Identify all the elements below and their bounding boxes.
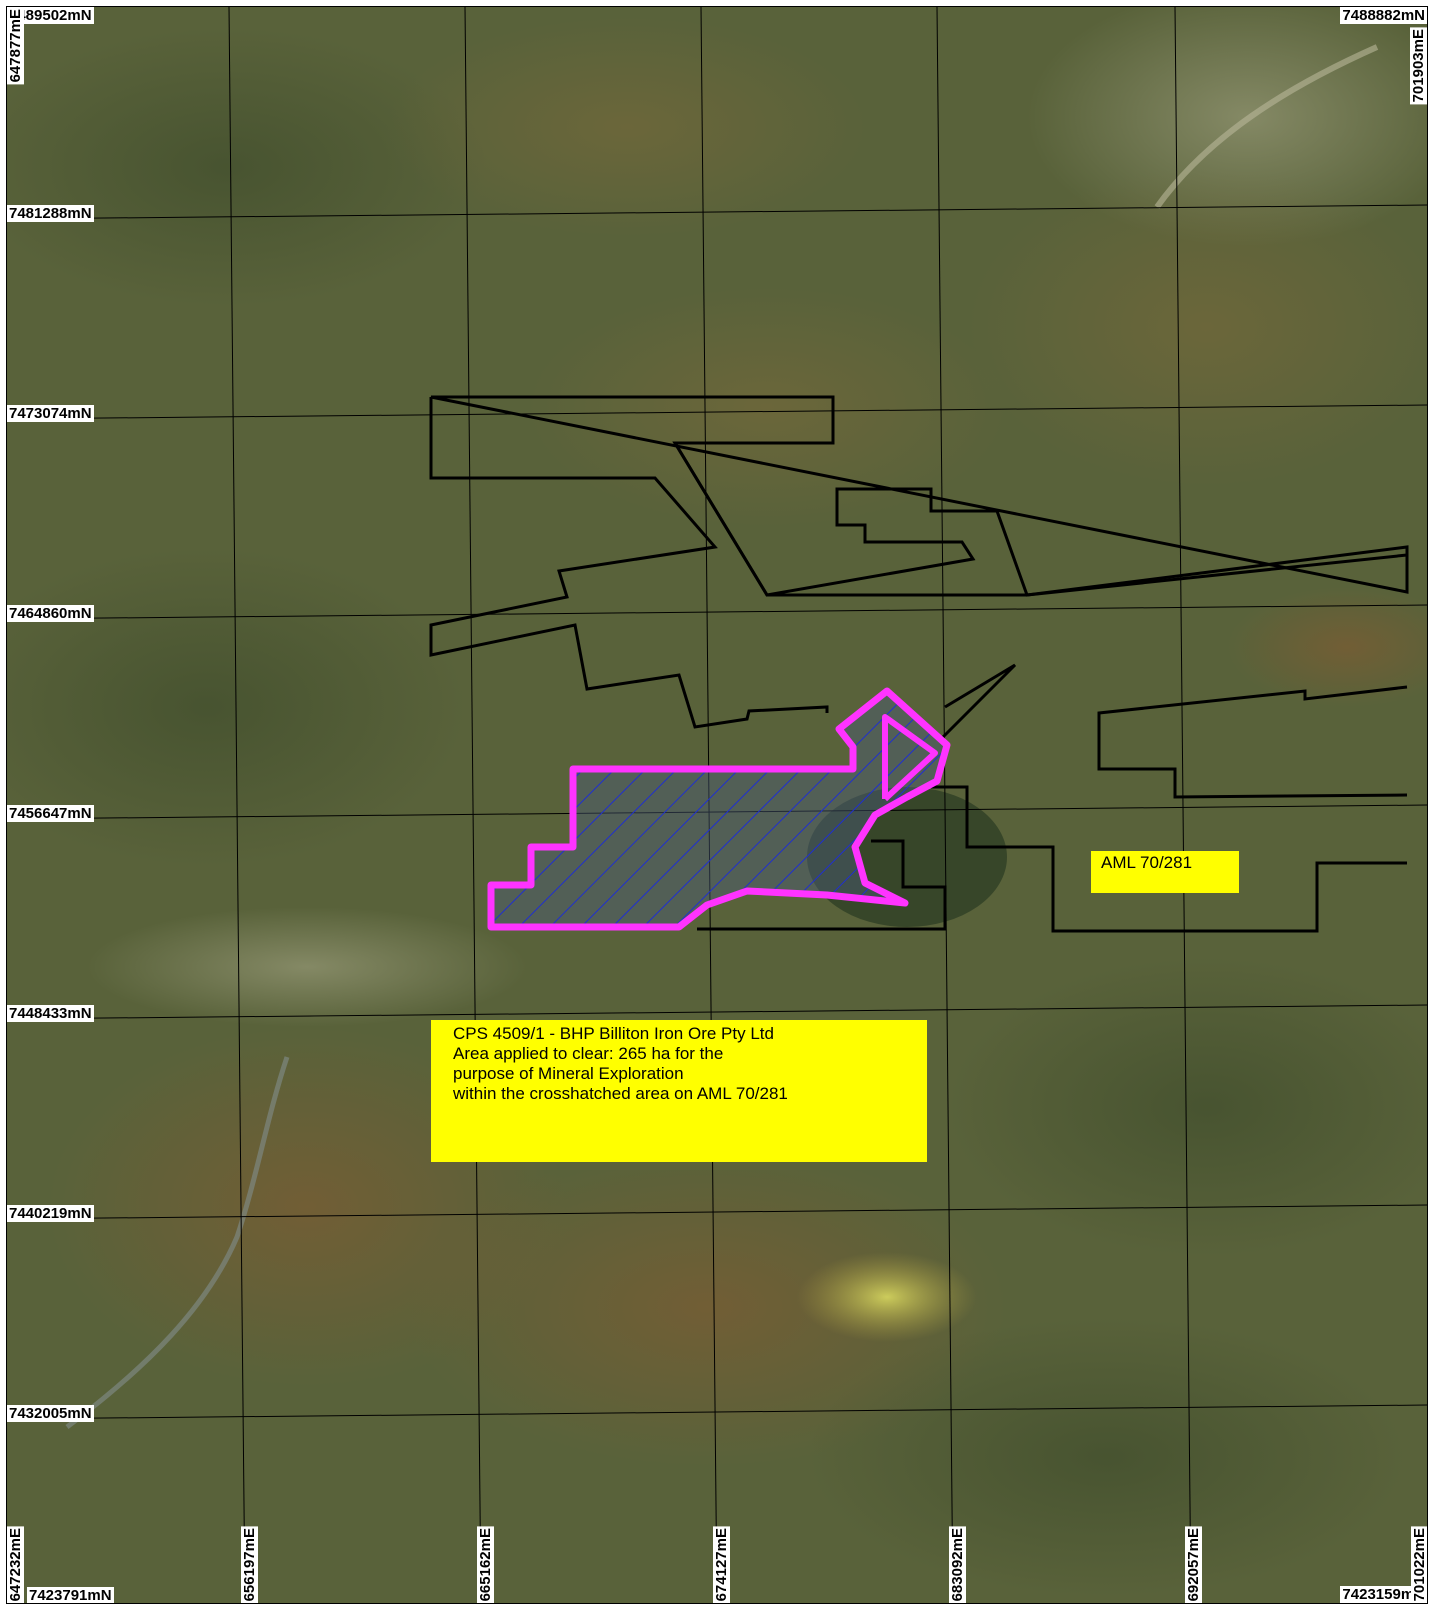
northing-label: 7489502mN (7, 7, 94, 24)
tenement-boundary-outline-a (431, 395, 1408, 597)
grid-line-northing (7, 1004, 1427, 1020)
easting-label: 683092mE (949, 1525, 966, 1603)
tenement-boundary-outline-c (941, 663, 1017, 739)
grid-line-northing (7, 404, 1427, 420)
northing-label: 7448433mN (7, 1005, 94, 1022)
easting-label: 674127mE (713, 1525, 730, 1603)
easting-label: 656197mE (241, 1525, 258, 1603)
terrain-texture (7, 7, 1427, 1603)
easting-label: 701022mE (1411, 1525, 1428, 1603)
tenement-boundary-aml-70-281 (429, 395, 1409, 933)
northing-label: 7473074mN (7, 405, 94, 422)
tenement-boundary-outline-d (931, 785, 1407, 933)
grid-line-easting (936, 7, 954, 1603)
callout-line-3: purpose of Mineral Exploration (453, 1064, 684, 1083)
easting-label: 647232mE (7, 1525, 24, 1603)
tenement-boundary-outline-b (429, 397, 829, 729)
tenement-label-aml-70-281: AML 70/281 (1091, 851, 1239, 893)
grid-line-northing (7, 1404, 1427, 1420)
top-left-easting-label: 647877mE (7, 7, 24, 85)
clearing-area-hatch (487, 687, 951, 931)
easting-label: 665162mE (477, 1525, 494, 1603)
callout-line-1: CPS 4509/1 - BHP Billiton Iron Ore Pty L… (453, 1024, 774, 1043)
bottom-right-northing-label: 7423159mN (1340, 1586, 1427, 1603)
easting-label: 692057mE (1185, 1525, 1202, 1603)
clearing-area-inner-triangle (882, 714, 938, 802)
top-right-northing-label: 7488882mN (1340, 7, 1427, 24)
top-right-easting-label: 701903mE (1410, 27, 1427, 105)
northing-label: 7432005mN (7, 1405, 94, 1422)
tenement-boundary-east-block (1097, 685, 1408, 799)
map-frame[interactable]: 7489502mN 7481288mN 7473074mN 7464860mN 7456… (6, 6, 1428, 1604)
satellite-map[interactable] (7, 7, 1428, 1604)
tenement-boundary-outline-e (697, 839, 947, 931)
grid-line-northing (7, 604, 1427, 620)
clearing-area (487, 687, 951, 931)
grid-line-easting (228, 7, 246, 1603)
grid-line-northing (7, 204, 1427, 220)
callout-line-2: Area applied to clear: 265 ha for the (453, 1044, 724, 1063)
callout-line-4: within the crosshatched area on AML 70/2… (453, 1084, 788, 1103)
northing-label: 7481288mN (7, 205, 94, 222)
grid-line-easting (1174, 7, 1192, 1603)
grid-line-easting (464, 7, 482, 1603)
northing-label: 7423791mN (27, 1587, 114, 1604)
grid-line-northing (7, 1204, 1427, 1220)
northing-label: 7464860mN (7, 605, 94, 622)
northing-label: 7440219mN (7, 1205, 94, 1222)
northing-label: 7456647mN (7, 805, 94, 822)
clearing-permit-callout: CPS 4509/1 - BHP Billiton Iron Ore Pty L… (431, 1020, 927, 1162)
